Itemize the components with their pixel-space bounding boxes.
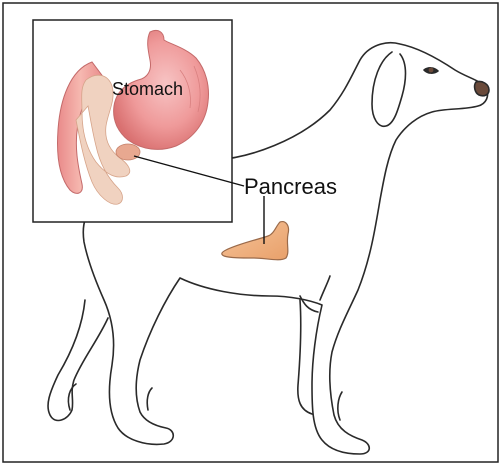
stomach-inset: Stomach — [33, 20, 232, 222]
stomach-label: Stomach — [112, 79, 183, 99]
pancreas-label: Pancreas — [244, 174, 337, 199]
dog-nose — [475, 81, 489, 95]
